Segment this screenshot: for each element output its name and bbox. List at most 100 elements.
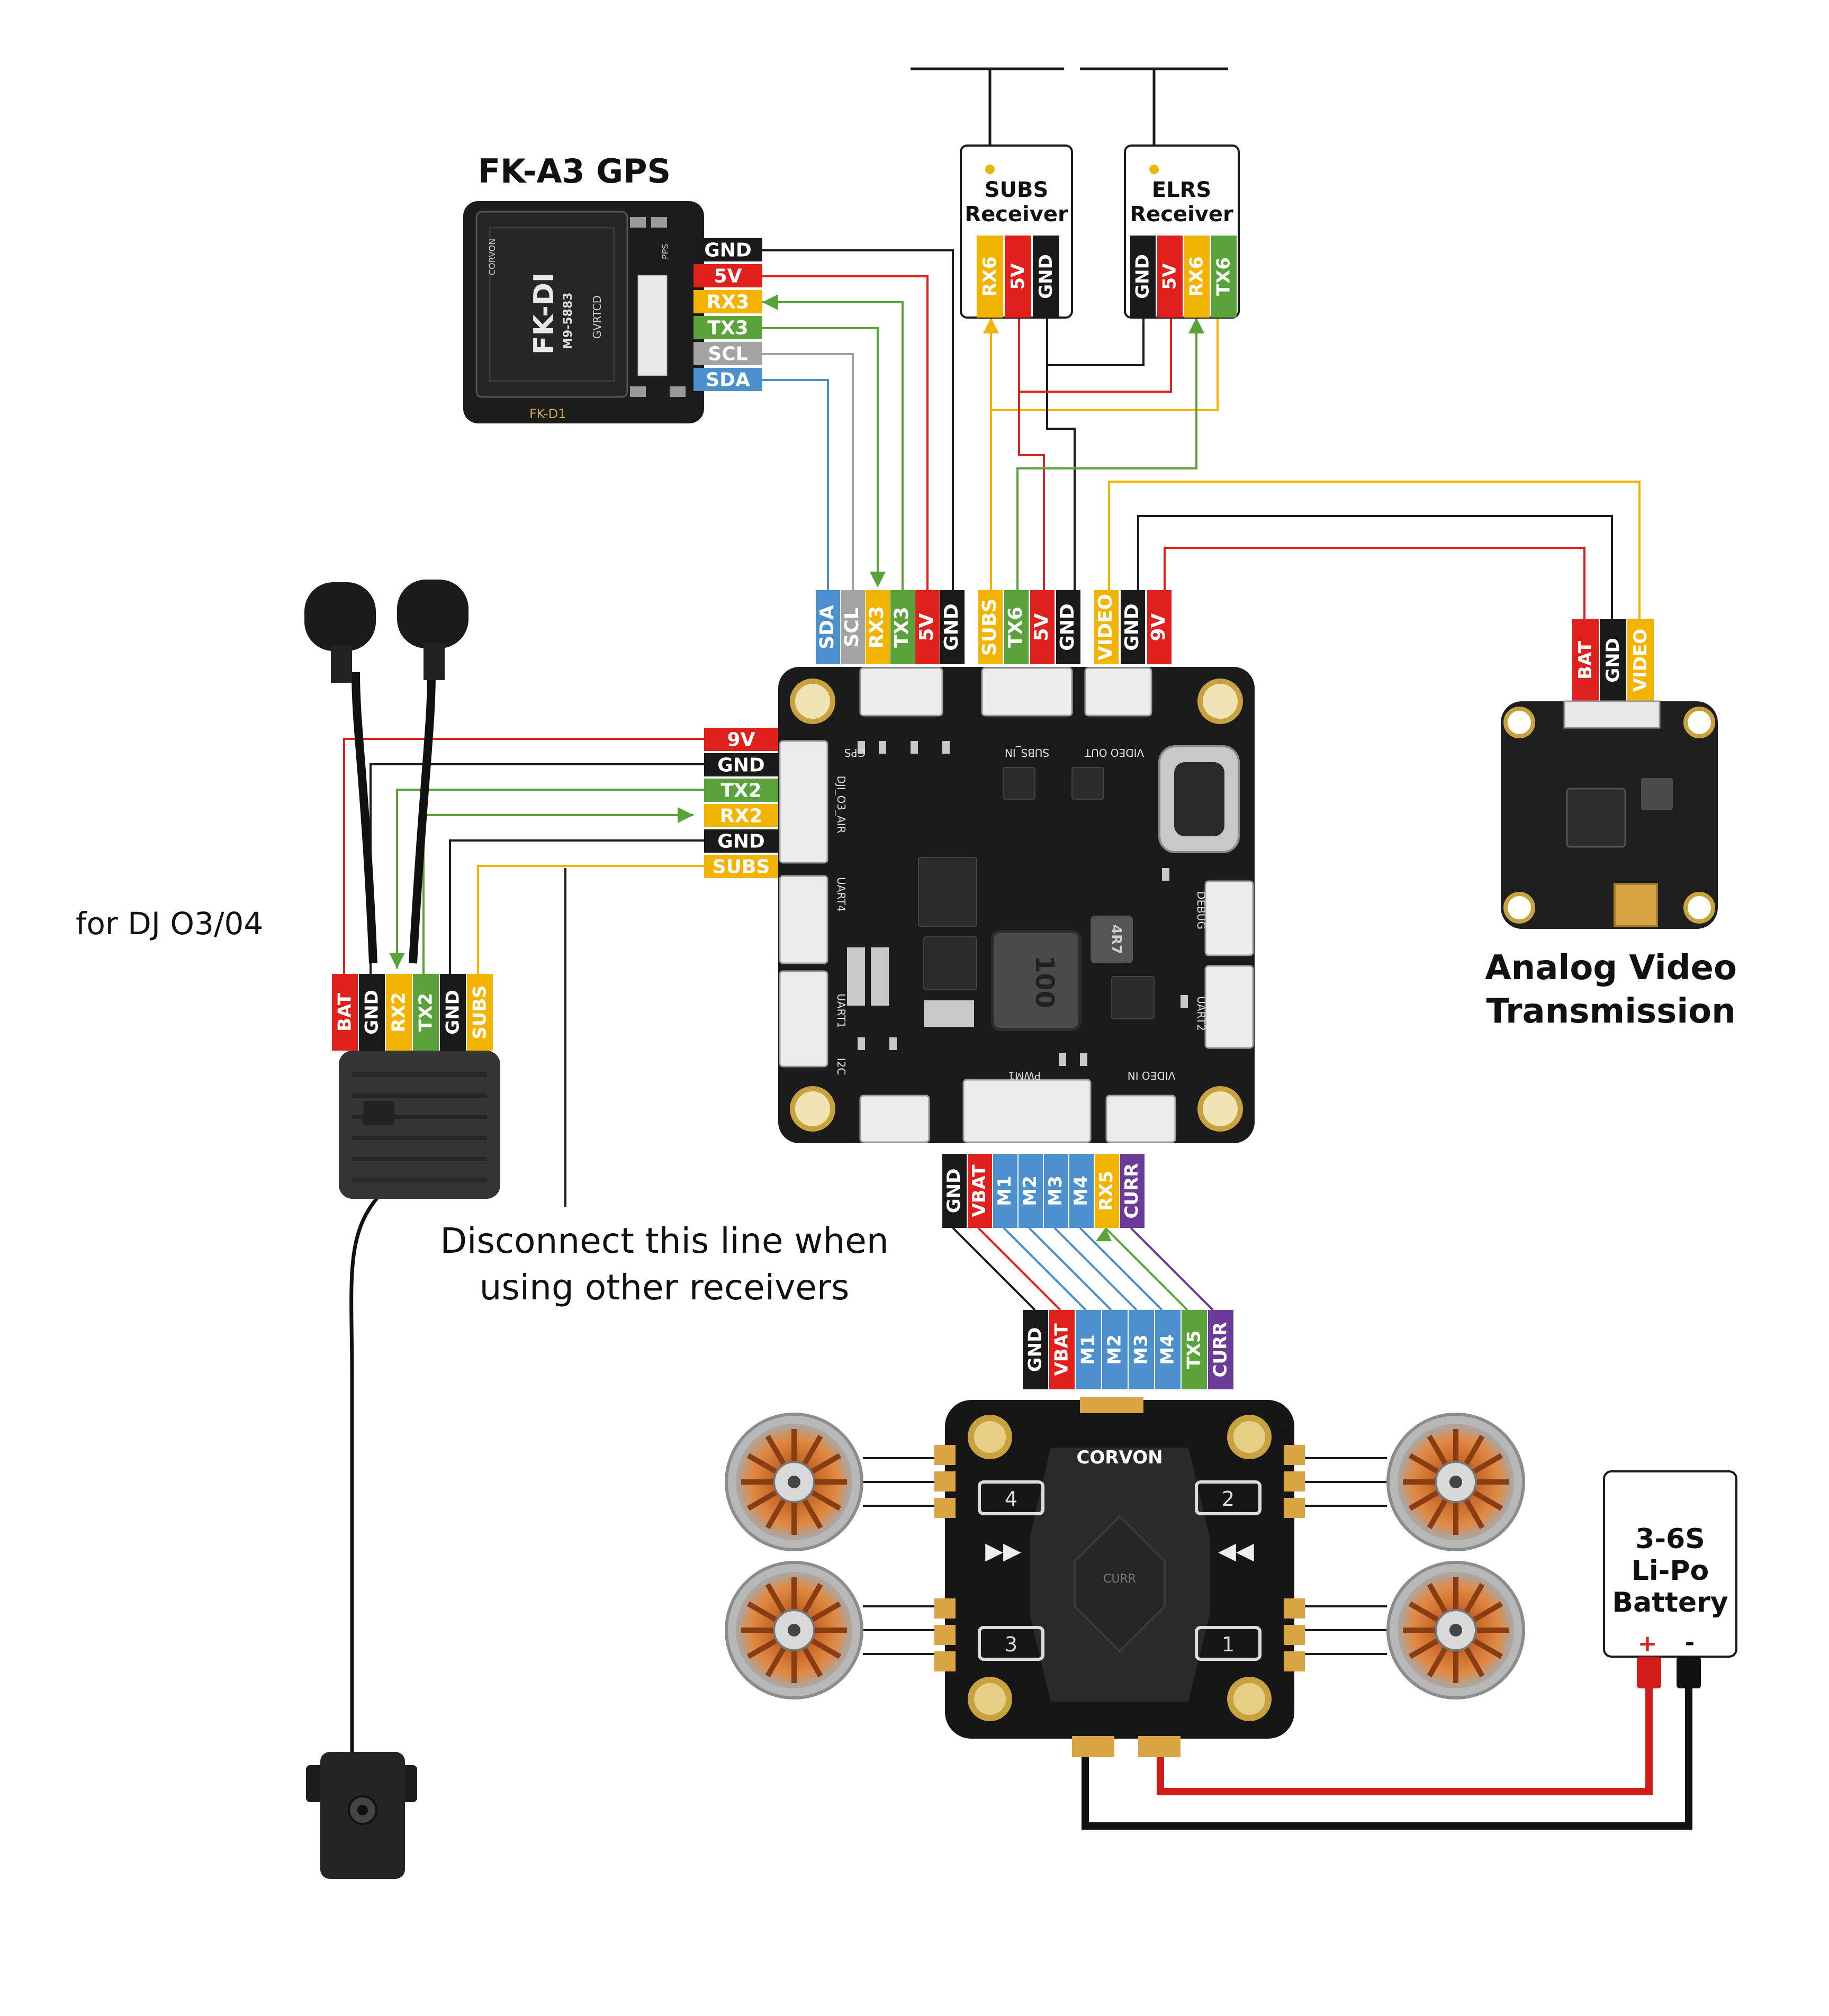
esc-pin-text: GND [1025,1327,1046,1372]
motor-3-spoke [802,1647,823,1678]
fc-bottom-gnd-label: GND [942,1154,967,1228]
fc-top-pin-swatch [1030,590,1055,664]
dji-bat-label: BAT [332,974,358,1051]
gps-pin-text: 5V [714,265,742,287]
gps-pps: PPS [660,244,670,259]
fc-small-components [847,741,1188,1066]
elrs-pin-swatch [1184,236,1210,318]
esc-pin-swatch [1102,1310,1128,1389]
dji-gnd-label: GND [440,974,466,1051]
motor-1-spoke [1464,1583,1485,1613]
esc-corner-numbers: ④ ② ③ ① [946,1426,1294,1690]
motor-1-spoke [1473,1601,1503,1622]
fc-top-pin-swatch [1004,590,1029,664]
dji-gnd-label: GND [359,974,385,1051]
battery: 3-6S Li-Po Battery + - [1603,1470,1737,1688]
dji-rx2-label: RX2 [386,974,412,1051]
esc-pin-text: M1 [1078,1334,1099,1365]
arrow-gps-rx3 [762,294,778,310]
fc-top-pin-text: 5V [916,613,938,641]
motor-4-spoke [811,1453,842,1474]
vtx-chip [1566,788,1626,848]
fc-bottom-pin-text: VBAT [969,1164,990,1217]
motor-2-spoke [1408,1490,1439,1511]
elrs-name-1: ELRS [1152,178,1211,202]
dji-antenna-right [397,580,468,648]
wire-subs-rx6 [990,318,1219,411]
gps-pin-text: GND [704,239,752,261]
dji-pin-text: BAT [334,992,355,1032]
arrow-elrs-rx6 [1188,318,1204,333]
gps-scl-label: SCL [693,342,762,365]
elrs-tx6-label: TX6 [1211,236,1237,318]
wire-gps-scl [762,353,854,590]
gps-pin-text: SDA [706,369,750,391]
fc-inductor-2-label: 4R7 [1108,925,1124,954]
subs-5v-label: 5V [1005,236,1031,318]
fc-top-pin-swatch [1056,590,1080,664]
silk-gps: GPS [844,746,866,759]
motor-3-spoke [802,1583,823,1613]
esc-pin-text: TX5 [1184,1330,1205,1369]
dji-pin-swatch [386,974,412,1051]
elrs-gnd-label: GND [1130,236,1156,318]
vtx-pin-text: GND [1602,638,1624,683]
fc-top-pin-text: TX3 [891,607,913,647]
wire-dji-9v [343,738,704,974]
motor-2-spoke [1427,1434,1448,1465]
arrow-dji-rx2 [389,953,405,969]
wire-subs-gnd [1046,318,1076,590]
fc-top-pin-swatch [978,590,1003,664]
esc-pin-swatch [1076,1310,1101,1389]
gps-pin-swatch [693,342,762,365]
fc-bottom-pin-swatch [993,1154,1017,1228]
esc-hole-3 [968,1677,1012,1721]
dji-pin-text: RX2 [388,992,409,1032]
fc-bottom-pin-swatch [1069,1154,1094,1228]
esc-motor-2: 2 [1222,1487,1235,1511]
fc-left-pin-text: GND [717,754,765,776]
silk-uart4: UART4 [835,877,848,912]
esc-m1-label: M1 [1076,1310,1101,1389]
fc-bottom-curr-label: CURR [1120,1154,1145,1228]
esc-curr: CURR [1103,1572,1136,1586]
gps-chip [475,211,628,398]
gps-5v-label: 5V [693,264,762,287]
gps-pin-swatch [693,368,762,391]
fc-bottom-vbat-label: VBAT [968,1154,992,1228]
dji-label: for DJ O3/04 [76,906,263,942]
motor-1-spoke [1408,1638,1439,1659]
gps-chip-sub: GVRTCD [591,295,603,339]
gps-pin-swatch [693,264,762,287]
dji-subs-label: SUBS [467,974,493,1051]
fc-left-pin-text: GND [717,830,765,852]
fc-top-rx3-label: RX3 [866,590,890,664]
motor-2-spoke [1427,1499,1448,1530]
fc-bottom-pin-text: CURR [1121,1163,1142,1219]
esc-pin-swatch [1155,1310,1181,1389]
subs-pin-text: RX6 [979,256,1001,296]
fc-left-pin-swatch [704,728,778,751]
battery-line-1: 3-6S [1635,1523,1705,1555]
esc-m2-label: M2 [1102,1310,1128,1389]
note-line-2: using other receivers [480,1267,850,1308]
dji-pin-text: GND [442,990,463,1035]
vtx-pin-swatch [1572,619,1599,701]
motor-2-center [1449,1476,1462,1488]
motor-1-spoke [1464,1647,1485,1678]
esc-m4-label: M4 [1155,1310,1181,1389]
battery-box [1603,1470,1737,1658]
dji-unit-fins [352,1072,487,1182]
fc-left-rx2-label: RX2 [704,804,778,827]
fc-connectors [779,667,1254,1143]
wire-esc-vbat [977,1227,1061,1311]
esc-tx5-label: TX5 [1182,1310,1207,1389]
motor-1-spoke [1427,1583,1448,1613]
wire-gps-rx3 [762,301,904,590]
silk-uart1: UART1 [835,993,848,1028]
motor-3-spoke [811,1638,842,1659]
